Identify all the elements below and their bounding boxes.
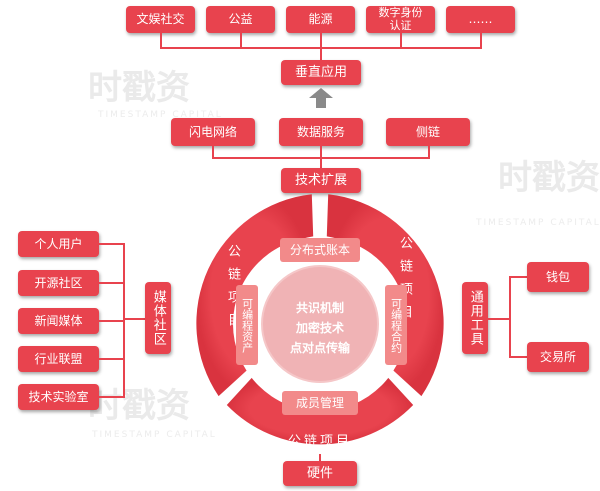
connector-line bbox=[509, 276, 511, 358]
watermark-subtitle: TIMESTAMP CAPITAL bbox=[476, 218, 600, 228]
community-industry-alliance[interactable]: 行业联盟 bbox=[18, 346, 99, 372]
center-line-crypto: 加密技术 bbox=[295, 321, 344, 335]
tool-exchange[interactable]: 交易所 bbox=[527, 342, 589, 372]
media-community-title[interactable]: 媒体社区 bbox=[145, 282, 171, 354]
connector-line bbox=[320, 33, 322, 48]
vertical-apps-title[interactable]: 垂直应用 bbox=[281, 60, 361, 85]
tool-wallet[interactable]: 钱包 bbox=[527, 262, 589, 292]
connector-line bbox=[123, 318, 145, 320]
watermark-subtitle: TIMESTAMP CAPITAL bbox=[92, 430, 217, 440]
up-arrow-icon bbox=[309, 88, 333, 108]
center-text: 共识机制 加密技术 点对点传输 bbox=[270, 298, 370, 358]
tab-distributed-ledger[interactable]: 分布式账本 bbox=[280, 238, 360, 262]
connector-line bbox=[99, 243, 124, 245]
app-digital-identity[interactable]: 数字身份 认证 bbox=[366, 6, 435, 33]
tab-programmable-contracts[interactable]: 可编程合约 bbox=[385, 285, 407, 365]
connector-line bbox=[488, 318, 510, 320]
app-energy[interactable]: 能源 bbox=[286, 6, 355, 33]
connector-line bbox=[509, 276, 528, 278]
app-culture-social[interactable]: 文娱社交 bbox=[126, 6, 195, 33]
tech-data-service[interactable]: 数据服务 bbox=[279, 118, 363, 146]
community-open-source[interactable]: 开源社区 bbox=[18, 270, 99, 296]
connector-line bbox=[480, 33, 482, 48]
connector-line bbox=[320, 158, 322, 168]
connector-line bbox=[160, 33, 162, 48]
connector-line bbox=[400, 33, 402, 48]
general-tools-title[interactable]: 通用工具 bbox=[462, 282, 488, 354]
community-news-media[interactable]: 新闻媒体 bbox=[18, 308, 99, 334]
connector-line bbox=[240, 33, 242, 48]
tech-sidechain[interactable]: 侧链 bbox=[386, 118, 470, 146]
tech-lightning-network[interactable]: 闪电网络 bbox=[171, 118, 255, 146]
center-line-consensus: 共识机制 bbox=[295, 301, 344, 315]
watermark-logo: 时戳资 bbox=[498, 158, 600, 198]
connector-line bbox=[428, 146, 430, 158]
watermark-logo: 时戳资 bbox=[88, 386, 190, 426]
connector-line bbox=[99, 396, 124, 398]
connector-line bbox=[212, 146, 214, 158]
connector-line bbox=[99, 358, 124, 360]
app-public-welfare[interactable]: 公益 bbox=[206, 6, 275, 33]
connector-line bbox=[320, 146, 322, 158]
tab-member-management[interactable]: 成员管理 bbox=[282, 391, 358, 415]
tech-extension-title[interactable]: 技术扩展 bbox=[281, 168, 361, 193]
connector-line bbox=[99, 320, 124, 322]
center-core bbox=[261, 265, 379, 383]
app-more[interactable]: …… bbox=[446, 6, 515, 33]
community-individual-users[interactable]: 个人用户 bbox=[18, 231, 99, 257]
connector-line bbox=[99, 282, 124, 284]
ring-bottom-label: 公链项目 bbox=[287, 434, 352, 449]
tab-programmable-assets[interactable]: 可编程资产 bbox=[236, 285, 258, 365]
connector-line bbox=[509, 356, 528, 358]
center-line-p2p: 点对点传输 bbox=[289, 341, 350, 355]
hardware-box[interactable]: 硬件 bbox=[283, 461, 357, 486]
watermark-subtitle: TIMESTAMP CAPITAL bbox=[98, 110, 223, 120]
watermark-logo: 时戳资 bbox=[88, 68, 190, 108]
connector-line bbox=[319, 454, 321, 462]
community-tech-lab[interactable]: 技术实验室 bbox=[18, 384, 99, 410]
connector-line bbox=[123, 243, 125, 398]
connector-line bbox=[320, 48, 322, 60]
